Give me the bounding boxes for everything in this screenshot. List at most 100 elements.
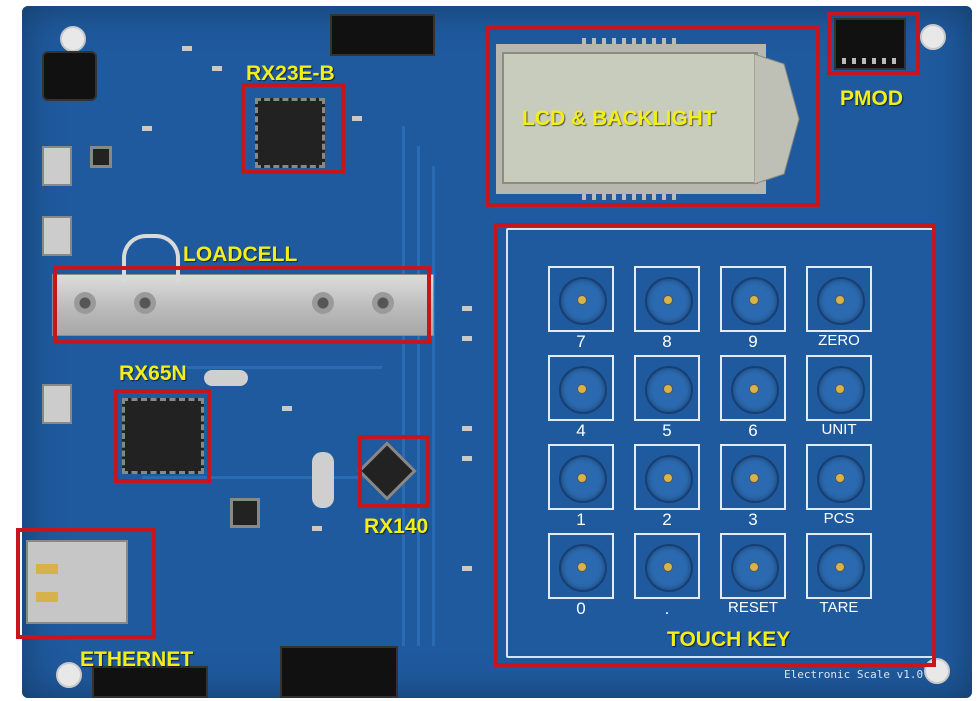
touch-key[interactable] (634, 355, 700, 421)
touch-pad-via (663, 562, 673, 572)
touch-key[interactable] (548, 444, 614, 510)
touch-key-label: PCS (823, 510, 855, 527)
loadcell-bar (52, 274, 434, 336)
rx23e-b-label: RX23E-B (246, 62, 335, 85)
lcd-glass (502, 52, 758, 184)
touch-pad-via (663, 473, 673, 483)
touch-key-label: RESET (727, 599, 778, 616)
touch-key[interactable] (548, 355, 614, 421)
lcd-connector-taper (754, 53, 800, 185)
touch-key[interactable] (548, 533, 614, 599)
rx23e-b-chip (255, 98, 325, 168)
touch-pad-via (835, 562, 845, 572)
touch-pad-via (749, 473, 759, 483)
touch-key-label: UNIT (821, 421, 857, 438)
loadcell-screw (134, 292, 156, 314)
touch-key-label: 8 (662, 332, 672, 351)
small-ic (230, 498, 260, 528)
ethernet-label: ETHERNET (80, 648, 194, 671)
touch-key-label: 9 (748, 332, 758, 351)
smd-component (352, 116, 362, 121)
touch-pad-via (835, 473, 845, 483)
mounting-hole (60, 26, 86, 52)
touch-key-label: 0 (576, 599, 586, 618)
touch-key[interactable] (548, 266, 614, 332)
mounting-hole (924, 658, 950, 684)
touch-key[interactable] (720, 444, 786, 510)
touch-key-label: 7 (576, 332, 586, 351)
rj45-led (36, 564, 58, 574)
pcb-trace (182, 366, 382, 369)
loadcell-highlight-box (53, 266, 431, 344)
touch-key-label: 2 (662, 510, 672, 529)
touch-pad-electrode (731, 544, 779, 592)
touch-pad-via (663, 384, 673, 394)
touch-key-highlight-box (494, 223, 936, 667)
smd-component (212, 66, 222, 71)
power-jack (42, 51, 97, 101)
top-pin-header (330, 14, 435, 56)
smd-component (462, 566, 472, 571)
smd-component (462, 426, 472, 431)
rx65n-label: RX65N (119, 362, 187, 385)
touch-pad-electrode (559, 544, 607, 592)
mounting-hole (920, 24, 946, 50)
touch-key[interactable] (634, 444, 700, 510)
touch-key[interactable] (634, 266, 700, 332)
touch-pad-via (577, 384, 587, 394)
usb-port (42, 146, 72, 186)
smd-component (142, 126, 152, 131)
pmod-highlight-box (827, 12, 920, 75)
loadcell-screw (312, 292, 334, 314)
touch-pad-via (749, 295, 759, 305)
touch-key[interactable] (720, 355, 786, 421)
touch-key-label: TOUCH KEY (667, 628, 791, 651)
usb-port (42, 384, 72, 424)
pcb-trace (432, 166, 435, 646)
ethernet-highlight-box (16, 528, 156, 639)
touch-key[interactable] (806, 444, 872, 510)
rx65n-chip (122, 398, 204, 474)
touch-pad-via (835, 384, 845, 394)
loadcell-wires (122, 234, 180, 282)
board-version-silkscreen: Electronic Scale v1.0 (784, 668, 924, 681)
touch-key-label: ZERO (818, 332, 860, 349)
touch-key[interactable] (720, 266, 786, 332)
pcb-trace (142, 476, 382, 479)
touch-key[interactable] (806, 533, 872, 599)
lcd-backlight-highlight-box (486, 26, 820, 207)
smd-component (312, 526, 322, 531)
bottom-pin-header (92, 666, 208, 698)
ethernet-rj45-jack (26, 540, 128, 624)
touch-pad-electrode (817, 366, 865, 414)
lcd-pin-row (582, 38, 682, 44)
crystal-oscillator (204, 370, 248, 386)
pmod-label: PMOD (840, 87, 903, 110)
touch-key-label: 1 (576, 510, 586, 529)
smd-component (282, 406, 292, 411)
touch-key[interactable] (634, 533, 700, 599)
rx23e-b-highlight-box (241, 83, 345, 174)
rj45-led (36, 592, 58, 602)
touch-key-label: 5 (662, 421, 672, 440)
bottom-pin-header (280, 646, 398, 698)
touch-key[interactable] (806, 266, 872, 332)
touch-pad-via (749, 384, 759, 394)
lcd-backlight-label: LCD & BACKLIGHT (522, 107, 716, 130)
pmod-pin-row (842, 58, 898, 64)
smd-component (182, 46, 192, 51)
touch-pad-via (577, 295, 587, 305)
touch-key-label: . (664, 599, 670, 618)
lcd-pin-row (582, 194, 682, 200)
loadcell-screw (74, 292, 96, 314)
touch-key[interactable] (806, 355, 872, 421)
usb-port (42, 216, 72, 256)
touch-pad-via (663, 295, 673, 305)
rx140-label: RX140 (364, 515, 429, 538)
touch-key[interactable] (720, 533, 786, 599)
rx140-highlight-box (358, 435, 430, 508)
smd-component (462, 456, 472, 461)
small-ic (90, 146, 112, 168)
touch-key-label: TARE (819, 599, 859, 616)
loadcell-screw (372, 292, 394, 314)
